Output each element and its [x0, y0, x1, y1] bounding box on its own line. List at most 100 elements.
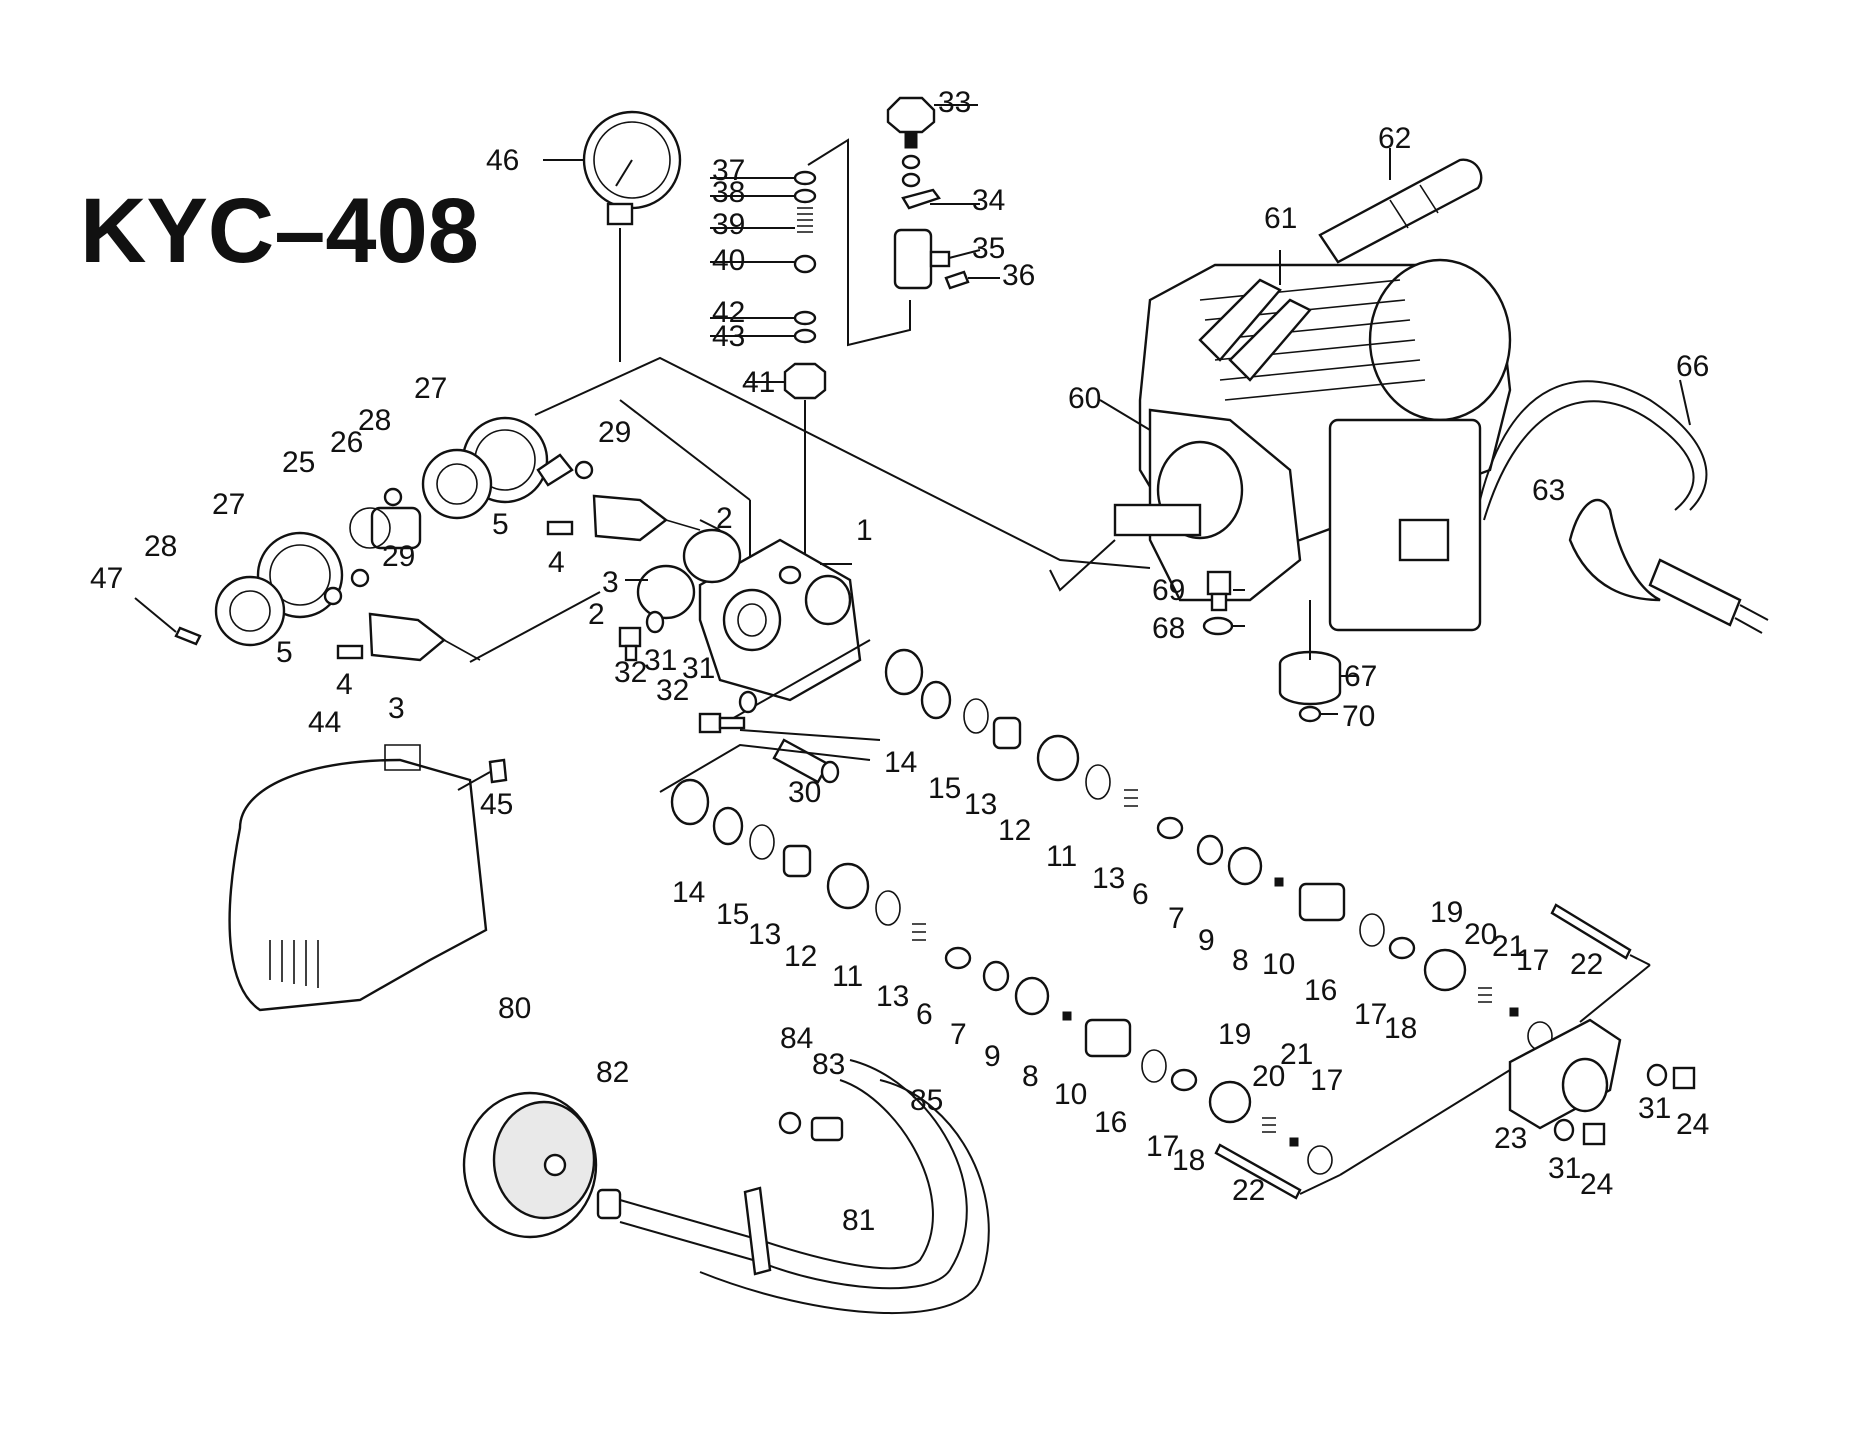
callout-16a: 16 — [1304, 974, 1337, 1007]
callout-5b: 5 — [276, 636, 293, 669]
callout-33: 33 — [938, 86, 971, 119]
callout-18b: 18 — [1172, 1144, 1205, 1177]
model-title: KYC–408 — [80, 180, 479, 282]
callout-17a: 17 — [1516, 944, 1549, 977]
callout-14a: 14 — [884, 746, 917, 779]
callout-29a: 29 — [598, 416, 631, 449]
callout-24a: 24 — [1676, 1108, 1709, 1141]
callout-31a: 31 — [644, 644, 677, 677]
suction-strainer-hose — [462, 1059, 990, 1315]
callout-40: 40 — [712, 244, 745, 277]
callout-20b: 20 — [1252, 1060, 1285, 1093]
callout-27b: 27 — [212, 488, 245, 521]
callout-31b: 31 — [682, 652, 715, 685]
callout-36: 36 — [1002, 259, 1035, 292]
callout-17c: 17 — [1310, 1064, 1343, 1097]
callout-46: 46 — [486, 144, 519, 177]
callout-25: 25 — [282, 446, 315, 479]
callout-13a: 13 — [964, 788, 997, 821]
unloader-valve — [886, 96, 1000, 290]
power-cord — [1479, 379, 1769, 634]
callout-31d: 31 — [1548, 1152, 1581, 1185]
callout-14b: 14 — [672, 876, 705, 909]
callout-21a: 21 — [1492, 930, 1525, 963]
callout-22b: 22 — [1232, 1174, 1265, 1207]
callout-29b: 29 — [382, 540, 415, 573]
callout-10a: 10 — [1262, 948, 1295, 981]
callout-11a: 11 — [1046, 840, 1077, 873]
callout-10b: 10 — [1054, 1078, 1087, 1111]
callout-22a: 22 — [1570, 948, 1603, 981]
callout-80: 80 — [498, 992, 531, 1025]
callout-15b: 15 — [716, 898, 749, 931]
callout-63: 63 — [1532, 474, 1565, 507]
motor-assembly — [1049, 250, 1512, 632]
pump-head — [625, 519, 871, 721]
callout-24b: 24 — [1580, 1168, 1613, 1201]
callout-2a: 2 — [716, 502, 733, 535]
callout-84: 84 — [780, 1022, 813, 1055]
callout-4a: 4 — [548, 546, 565, 579]
callout-19a: 19 — [1430, 896, 1463, 929]
callout-15a: 15 — [928, 772, 961, 805]
callout-28a: 28 — [358, 404, 391, 437]
callout-16b: 16 — [1094, 1106, 1127, 1139]
callout-27a: 27 — [414, 372, 447, 405]
bolts-and-fittings — [618, 610, 881, 784]
callout-17d: 17 — [1146, 1130, 1179, 1163]
callout-13b: 13 — [1092, 862, 1125, 895]
callout-4b: 4 — [336, 668, 353, 701]
callout-26: 26 — [330, 426, 363, 459]
callout-12b: 12 — [784, 940, 817, 973]
callout-70: 70 — [1342, 700, 1375, 733]
callout-11b: 11 — [832, 960, 863, 993]
handle-grip — [1318, 148, 1483, 264]
callout-60: 60 — [1068, 382, 1101, 415]
callout-47: 47 — [90, 562, 123, 595]
callout-23: 23 — [1494, 1122, 1527, 1155]
callout-85: 85 — [910, 1084, 943, 1117]
callout-81: 81 — [842, 1204, 875, 1237]
motor-cover — [228, 744, 508, 1012]
callout-8a: 8 — [1232, 944, 1249, 977]
callout-21b: 21 — [1280, 1038, 1313, 1071]
valve-stack — [710, 138, 911, 560]
callout-43: 43 — [712, 320, 745, 353]
callout-35: 35 — [972, 232, 1005, 265]
callout-13d: 13 — [876, 980, 909, 1013]
callout-3a: 3 — [602, 566, 619, 599]
callout-62: 62 — [1378, 122, 1411, 155]
callout-8b: 8 — [1022, 1060, 1039, 1093]
callout-45: 45 — [480, 788, 513, 821]
callout-18a: 18 — [1384, 1012, 1417, 1045]
callout-37: 37 — [712, 154, 745, 187]
callout-69: 69 — [1152, 574, 1185, 607]
callout-34: 34 — [972, 184, 1005, 217]
callout-5a: 5 — [492, 508, 509, 541]
callout-7b: 7 — [950, 1018, 967, 1051]
callout-41: 41 — [742, 366, 775, 399]
callout-39: 39 — [712, 208, 745, 241]
callout-6a: 6 — [1132, 878, 1149, 911]
crank-bearing-group — [134, 356, 1151, 663]
callout-20a: 20 — [1464, 918, 1497, 951]
callout-7a: 7 — [1168, 902, 1185, 935]
callout-32a: 32 — [614, 656, 647, 689]
motor-mount-parts — [1202, 570, 1358, 723]
callout-42: 42 — [712, 296, 745, 329]
callout-66: 66 — [1676, 350, 1709, 383]
callout-6b: 6 — [916, 998, 933, 1031]
callout-17b: 17 — [1354, 998, 1387, 1031]
callout-3b: 3 — [388, 692, 405, 725]
callout-28b: 28 — [144, 530, 177, 563]
manifold-cover — [1214, 903, 1696, 1200]
callout-13c: 13 — [748, 918, 781, 951]
callout-68: 68 — [1152, 612, 1185, 645]
piston-line-lower — [659, 743, 1333, 1175]
callout-9a: 9 — [1198, 924, 1215, 957]
callout-82: 82 — [596, 1056, 629, 1089]
callout-19b: 19 — [1218, 1018, 1251, 1051]
callout-32b: 32 — [656, 674, 689, 707]
